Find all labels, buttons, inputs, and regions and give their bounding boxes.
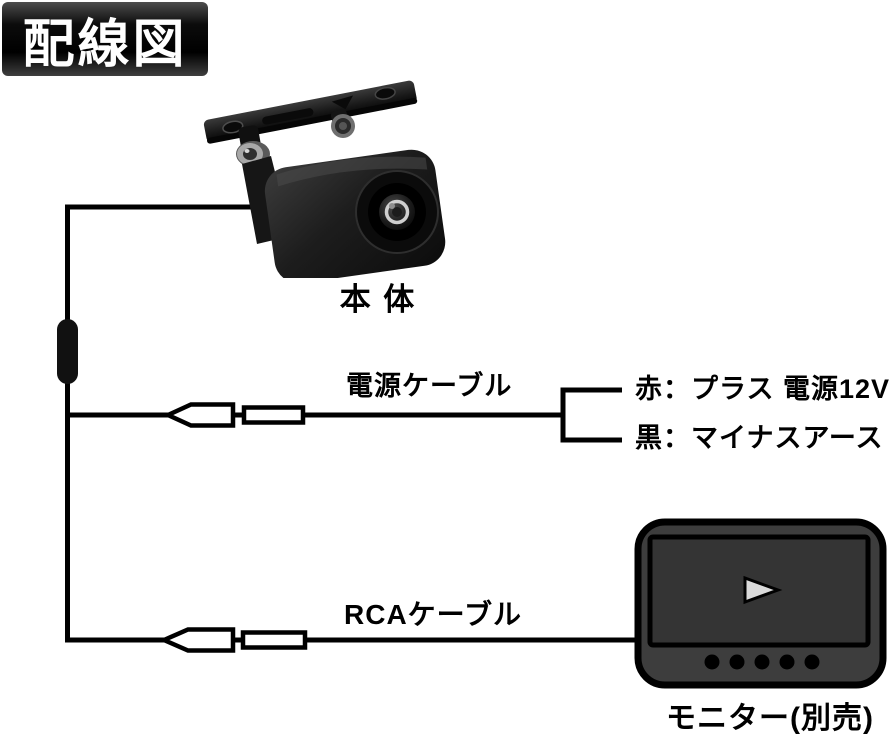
bracket-screw-icon xyxy=(236,125,270,167)
bracket-hinge-icon xyxy=(330,109,355,138)
power-connector-plug-icon xyxy=(162,402,236,428)
power-red-wire-label: 赤：プラス 電源12V xyxy=(635,374,891,404)
camera-image xyxy=(203,80,446,278)
rca-connector-plug-icon xyxy=(158,627,236,653)
mounting-bracket-icon xyxy=(203,80,418,144)
power-fork xyxy=(560,387,622,443)
rca-cable-label: RCAケーブル xyxy=(344,599,522,630)
power-cable-label: 電源ケーブル xyxy=(346,371,513,401)
camera-lens-icon xyxy=(355,170,439,254)
power-black-wire-label: 黒：マイナスアース xyxy=(635,423,884,453)
main-cable-path xyxy=(65,204,638,643)
diagram-title: 配線図 xyxy=(22,15,188,74)
monitor-buttons xyxy=(704,654,820,670)
monitor-label: モニター(別売) xyxy=(666,702,874,735)
ferrite-core-icon xyxy=(57,319,78,384)
monitor-image xyxy=(634,518,887,689)
diagram-title-badge: 配線図 xyxy=(2,2,208,76)
power-connector-sleeve-icon xyxy=(241,405,306,425)
play-icon xyxy=(743,575,783,605)
rca-connector-sleeve-icon xyxy=(240,630,308,650)
camera-label: 本 体 xyxy=(339,282,417,317)
